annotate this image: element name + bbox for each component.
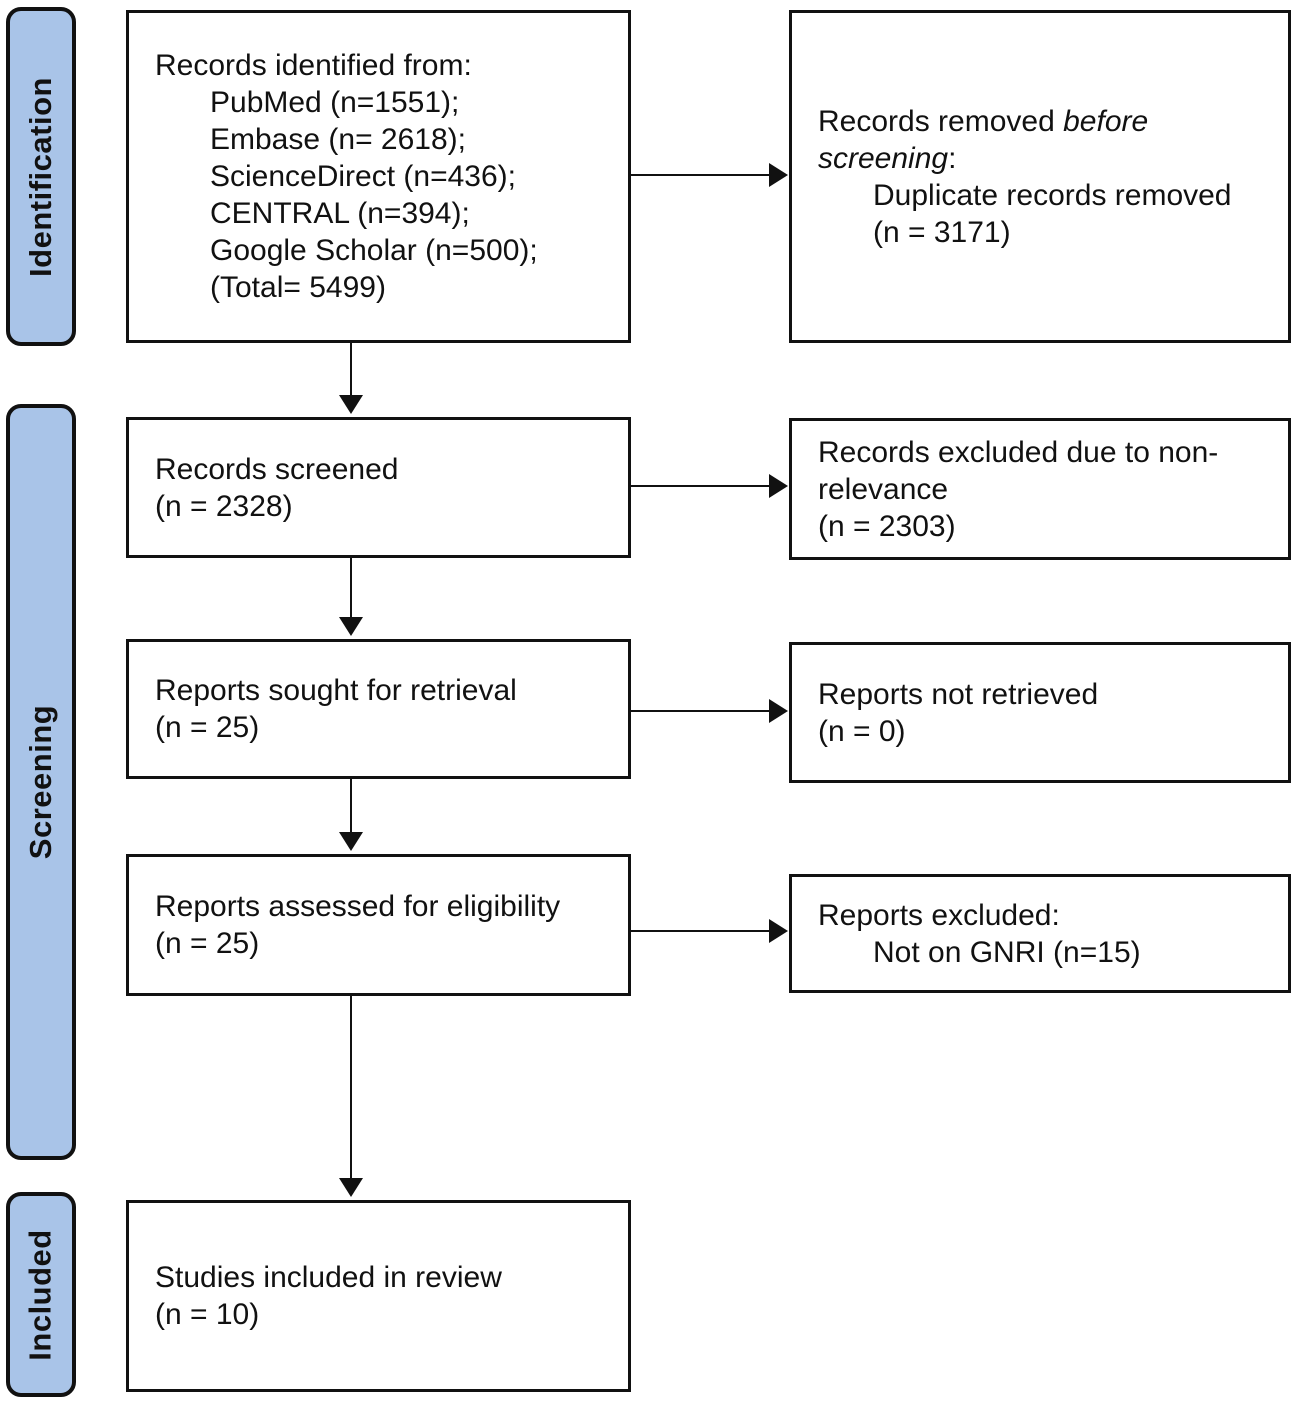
stage-label-identification: Identification <box>23 76 59 277</box>
arrow-head-icon <box>339 617 363 636</box>
arrow-head-icon <box>769 919 788 943</box>
source-google-scholar: Google Scholar (n=500); <box>210 234 538 267</box>
arrow-screened-to-excluded <box>631 474 788 498</box>
records-removed-title-suffix: : <box>948 141 957 175</box>
records-screened-text: Records screened <box>155 452 399 486</box>
records-removed-title-prefix: Records removed <box>818 104 1064 138</box>
box-reports-sought: Reports sought for retrieval (n = 25) <box>126 639 631 779</box>
records-identified-title: Records identified from: <box>155 49 472 82</box>
arrow-line <box>350 779 352 835</box>
arrow-sought-to-not-retrieved <box>631 699 788 723</box>
records-excluded-count: (n = 2303) <box>818 509 956 543</box>
arrow-line <box>350 996 352 1181</box>
source-central: CENTRAL (n=394); <box>210 197 470 230</box>
reports-sought-text: Reports sought for retrieval <box>155 674 517 707</box>
arrow-head-icon <box>339 395 363 414</box>
arrow-head-icon <box>339 1178 363 1197</box>
arrow-sought-to-assessed <box>339 779 363 851</box>
arrow-line <box>350 558 352 620</box>
reports-sought-count: (n = 25) <box>155 711 260 744</box>
sources-total: (Total= 5499) <box>210 271 386 304</box>
arrow-head-icon <box>769 474 788 498</box>
reports-assessed-text: Reports assessed for eligibility <box>155 890 561 923</box>
box-reports-excluded: Reports excluded: Not on GNRI (n=15) <box>789 874 1291 993</box>
reports-not-retrieved-text: Reports not retrieved <box>818 677 1099 711</box>
records-removed-title-italic: before screening <box>818 104 1149 175</box>
stage-bar-screening: Screening <box>6 404 76 1160</box>
arrow-head-icon <box>339 832 363 851</box>
box-records-identified: Records identified from: PubMed (n=1551)… <box>126 10 631 343</box>
box-reports-not-retrieved: Reports not retrieved (n = 0) <box>789 642 1291 783</box>
studies-included-count: (n = 10) <box>155 1298 260 1331</box>
box-reports-assessed: Reports assessed for eligibility (n = 25… <box>126 854 631 996</box>
arrow-head-icon <box>769 163 788 187</box>
reports-excluded-title: Reports excluded: <box>818 898 1060 932</box>
arrow-assessed-to-reports-excluded <box>631 919 788 943</box>
arrow-line <box>631 930 772 932</box>
stage-bar-included: Included <box>6 1192 76 1397</box>
studies-included-text: Studies included in review <box>155 1261 502 1294</box>
source-embase: Embase (n= 2618); <box>210 123 466 156</box>
arrow-line <box>631 174 772 176</box>
records-screened-count: (n = 2328) <box>155 489 293 523</box>
reports-excluded-reason: Not on GNRI (n=15) <box>873 935 1141 969</box>
arrow-screened-to-sought <box>339 558 363 636</box>
stage-label-included: Included <box>23 1228 59 1361</box>
records-removed-title: Records removed before screening: <box>818 103 1268 177</box>
duplicates-removed-text: Duplicate records removed <box>873 178 1232 212</box>
arrow-identified-to-removed <box>631 163 788 187</box>
stage-label-screening: Screening <box>23 704 59 860</box>
stage-bar-identification: Identification <box>6 7 76 346</box>
box-studies-included: Studies included in review (n = 10) <box>126 1200 631 1392</box>
box-records-screened: Records screened (n = 2328) <box>126 417 631 558</box>
box-records-removed: Records removed before screening: Duplic… <box>789 10 1291 343</box>
reports-assessed-count: (n = 25) <box>155 927 260 960</box>
records-excluded-text: Records excluded due to non-relevance <box>818 435 1219 506</box>
duplicates-removed-count: (n = 3171) <box>873 215 1011 249</box>
arrow-line <box>350 343 352 398</box>
arrow-head-icon <box>769 699 788 723</box>
arrow-identified-to-screened <box>339 343 363 414</box>
reports-not-retrieved-count: (n = 0) <box>818 714 906 748</box>
box-records-excluded: Records excluded due to non-relevance (n… <box>789 418 1291 560</box>
arrow-assessed-to-included <box>339 996 363 1197</box>
arrow-line <box>631 485 772 487</box>
source-sciencedirect: ScienceDirect (n=436); <box>210 160 516 193</box>
source-pubmed: PubMed (n=1551); <box>210 86 460 119</box>
arrow-line <box>631 710 772 712</box>
